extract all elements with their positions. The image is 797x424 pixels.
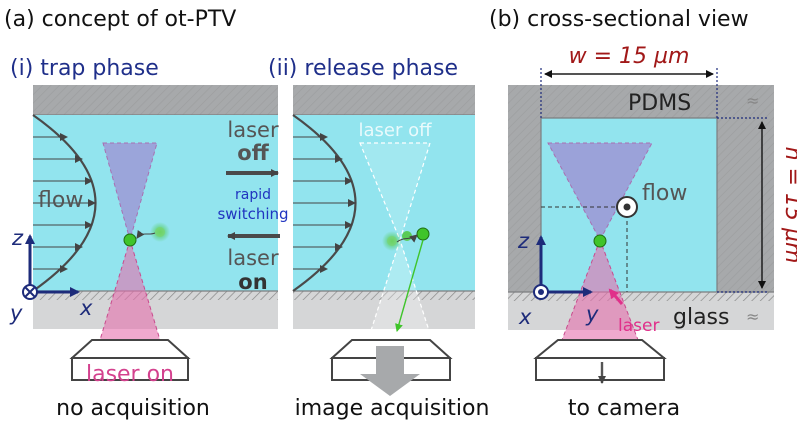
cross-axis-y: y [585, 302, 599, 326]
laser-on-line1: laser [227, 246, 279, 270]
release-camera-arrow [360, 346, 420, 396]
rapid-line1: rapid [235, 187, 271, 203]
release-particle-path [396, 234, 418, 243]
release-phase-panel: (ii) release phase laser off [268, 56, 489, 421]
trap-axis-y: y [9, 301, 23, 325]
laser-off-line1: laser [227, 118, 279, 142]
trap-axis-z: z [11, 226, 24, 250]
laser-on-line2: on [238, 270, 267, 294]
release-phase-title: (ii) release phase [268, 56, 458, 81]
cross-section-panel: ≈ ≈ w = 15 µm h = 15 µm PDMS flow [508, 44, 797, 421]
pdms-label: PDMS [628, 91, 691, 116]
cross-caption: to camera [568, 396, 680, 421]
height-dimension: h = 15 µm [717, 117, 797, 293]
glass-break-mark: ≈ [746, 307, 759, 326]
cross-axis-z: z [517, 229, 530, 253]
rapid-line2: switching [217, 205, 288, 223]
trap-laser-on-label: laser on [86, 362, 174, 387]
width-dimension: w = 15 µm [540, 44, 718, 118]
trap-phase-panel: (i) trap phase flow [9, 56, 278, 421]
height-label: h = 15 µm [780, 147, 797, 264]
cross-objective-lens [533, 339, 667, 381]
trap-flow-label: flow [38, 188, 83, 213]
release-flow-arrows [293, 133, 356, 273]
cross-laser-cone-upper [547, 142, 653, 242]
laser-off-line2: off [237, 141, 269, 165]
trap-laser-cone-upper [102, 142, 158, 242]
cross-flow-label: flow [642, 181, 687, 206]
release-ghost-cone-upper [359, 142, 431, 242]
panel-b-heading: (b) cross-sectional view [489, 7, 749, 32]
trap-caption: no acquisition [56, 396, 210, 421]
panel-a-heading: (a) concept of ot-PTV [4, 7, 236, 32]
cross-laser-pointer [608, 288, 624, 305]
cross-laser-cone-lower [561, 238, 639, 341]
glass-label: glass [673, 305, 729, 330]
release-particle-ghost-core [387, 236, 397, 246]
release-particle [416, 227, 430, 241]
cross-particle [593, 234, 607, 248]
cross-laser-label: laser [618, 316, 659, 336]
pdms-break-mark: ≈ [746, 91, 759, 110]
release-emission-arrow [395, 239, 424, 332]
width-label: w = 15 µm [569, 44, 690, 69]
cross-axis-x: x [518, 305, 532, 329]
trap-particle-path [136, 229, 156, 239]
trap-objective-lens [69, 339, 191, 381]
release-laser-off-label: laser off [358, 120, 432, 141]
trap-particle-ghost-core [155, 227, 165, 237]
trap-flow-arrows [33, 133, 96, 273]
release-caption: image acquisition [295, 396, 490, 421]
trap-axis-x: x [79, 296, 93, 320]
cross-axes: z x y [517, 229, 599, 329]
trap-axes: z x y [9, 226, 93, 325]
trap-particle [123, 233, 137, 247]
trap-phase-title: (i) trap phase [10, 56, 159, 81]
switching-legend: laser off rapid switching laser on [217, 118, 288, 294]
